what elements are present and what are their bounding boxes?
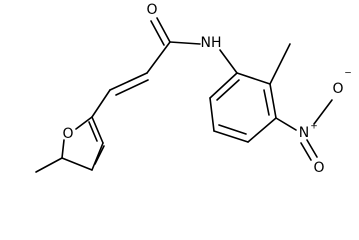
bond-furan-c2-o bbox=[75, 116, 93, 130]
bond-vinyl-double-second bbox=[115, 79, 149, 96]
furan-oxygen-label: O bbox=[62, 126, 73, 142]
bond-carbonyl-double-b bbox=[150, 20, 165, 46]
bond-ring-c5-c6 bbox=[209, 97, 215, 132]
bond-furan-c5-c4 bbox=[61, 157, 93, 171]
bonds bbox=[35, 17, 333, 173]
bond-nh-to-ring bbox=[219, 49, 238, 74]
atom-labels: O NH O N + O − O bbox=[62, 2, 351, 176]
bond-ring-c3-c4 bbox=[247, 117, 277, 143]
bond-ring-c2-c3-inner bbox=[263, 89, 270, 116]
bond-ring-methyl bbox=[269, 43, 291, 85]
nitro-oxygen-top-charge: − bbox=[344, 69, 352, 79]
bond-furan-c3-c2 bbox=[91, 116, 104, 144]
molecule-canvas: O NH O N + O − O bbox=[35, 2, 352, 176]
bond-furan-c3-c2-double bbox=[88, 121, 98, 142]
bond-vinyl-double bbox=[109, 72, 148, 91]
nitro-nitrogen-charge: + bbox=[310, 122, 318, 132]
bond-nitro-to-o-bottom-a bbox=[306, 139, 318, 158]
bond-carbonyl-double-a bbox=[156, 17, 171, 43]
structure-diagram: O NH O N + O − O bbox=[35, 2, 352, 176]
bond-ring-to-nitro bbox=[275, 117, 297, 131]
nitro-oxygen-bottom-label: O bbox=[313, 160, 324, 176]
nitro-nitrogen-label: N bbox=[299, 125, 309, 141]
carbonyl-oxygen-label: O bbox=[146, 2, 157, 18]
bond-ring-c1-c2 bbox=[236, 72, 271, 85]
bond-ring-c6-c1 bbox=[209, 72, 238, 99]
amide-nitrogen-label: NH bbox=[201, 35, 222, 51]
bond-ring-c4-c5 bbox=[213, 130, 249, 143]
nitro-oxygen-top-label: O bbox=[332, 81, 343, 97]
bond-ring-c4-c5-inner bbox=[218, 124, 247, 135]
bond-vinyl-to-carbonyl bbox=[146, 41, 171, 74]
bond-carbonyl-to-nh bbox=[169, 41, 201, 45]
bond-nitro-to-o-bottom-b bbox=[300, 142, 312, 161]
bond-furan-c4-c3 bbox=[91, 142, 104, 171]
bond-furan-o-c5 bbox=[61, 139, 65, 159]
bond-ring-c6-c1-inner bbox=[216, 79, 240, 101]
bond-furan-methyl bbox=[35, 157, 63, 173]
bond-furan-to-vinyl bbox=[91, 89, 111, 118]
bond-ring-c2-c3 bbox=[269, 83, 277, 119]
bond-nitro-to-o-top bbox=[313, 99, 333, 125]
bond-furan-c4-c3-double bbox=[94, 145, 105, 165]
